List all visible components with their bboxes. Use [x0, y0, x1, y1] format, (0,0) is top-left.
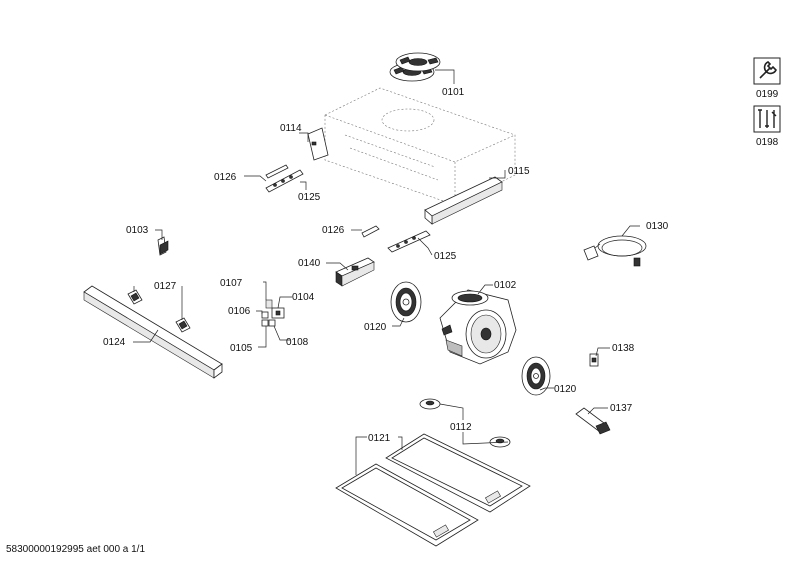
part-0115-illustration: [424, 176, 503, 225]
label-0125-upper: 0125: [298, 192, 321, 203]
leader-lines: [133, 69, 640, 475]
label-0105: 0105: [230, 343, 253, 354]
label-0140: 0140: [298, 258, 321, 269]
part-0140-illustration: [335, 257, 375, 287]
document-footer: 58300000192995 aet 000 a 1/1: [6, 544, 146, 555]
part-0124-illustration: [83, 285, 223, 379]
label-0112: 0112: [450, 422, 472, 433]
tool-legend: 0199 0198: [753, 57, 781, 148]
part-0127-illustration: [127, 289, 191, 333]
part-0137-illustration: [575, 407, 611, 435]
legend-label-0199: 0199: [756, 89, 779, 100]
label-0138: 0138: [612, 343, 635, 354]
wrench-icon: [753, 57, 781, 85]
label-0104: 0104: [292, 292, 315, 303]
part-0103-illustration: [157, 236, 169, 256]
label-0108: 0108: [286, 337, 309, 348]
label-0137: 0137: [610, 403, 633, 414]
label-0120-right: 0120: [554, 384, 577, 395]
part-0112-illustration: [419, 398, 511, 448]
label-0125-lower: 0125: [434, 251, 457, 262]
part-0138-illustration: [589, 353, 599, 367]
label-0124: 0124: [103, 337, 126, 348]
housing-illustration: [324, 87, 516, 206]
legend-label-0198: 0198: [756, 137, 779, 148]
part-0121-illustration: [335, 433, 531, 547]
part-0130-illustration: [583, 235, 647, 267]
label-0126-upper: 0126: [214, 172, 237, 183]
label-0102: 0102: [494, 280, 517, 291]
label-0107: 0107: [220, 278, 243, 289]
label-0106: 0106: [228, 306, 251, 317]
label-0126-lower: 0126: [322, 225, 345, 236]
label-0120-left: 0120: [364, 322, 387, 333]
part-labels: 0101 0102 0103 0104 0105 0106 0107 0108 …: [103, 87, 669, 444]
label-0114: 0114: [280, 123, 302, 134]
part-0102-illustration: [439, 289, 517, 365]
part-0120-right-illustration: [521, 356, 551, 396]
label-0130: 0130: [646, 221, 669, 232]
part-0101-illustration: [389, 52, 441, 82]
part-0126-0125-lower-illustration: [361, 225, 431, 253]
label-0115: 0115: [508, 166, 530, 177]
label-0127: 0127: [154, 281, 177, 292]
part-0126-0125-upper-illustration: [265, 164, 304, 193]
label-0101: 0101: [442, 87, 465, 98]
part-0104-0108-illustration: [261, 299, 285, 327]
tools-icon: [753, 105, 781, 133]
part-0114-illustration: [307, 127, 329, 161]
label-0103: 0103: [126, 225, 149, 236]
label-0121: 0121: [368, 433, 391, 444]
part-0120-left-illustration: [390, 281, 422, 323]
